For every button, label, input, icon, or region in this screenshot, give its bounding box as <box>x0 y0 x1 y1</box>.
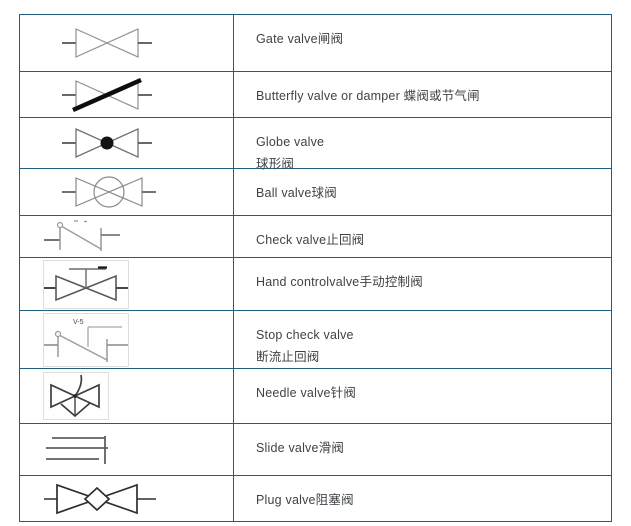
valve-label: Gate valve闸阀 <box>256 32 344 46</box>
symbol-cell <box>20 258 234 310</box>
ball-valve-icon <box>62 176 156 208</box>
valve-label: Globe valve <box>256 135 325 149</box>
hand-control-valve-icon <box>44 265 128 301</box>
symbol-cell <box>20 369 234 423</box>
symbol-image-frame <box>43 259 129 309</box>
label-cell: Slide valve滑阀 <box>234 424 611 475</box>
label-cell: Globe valve 球形阀 <box>234 118 611 171</box>
label-cell: Ball valve球阀 <box>234 169 611 215</box>
valve-label-cn: 断流止回阀 <box>256 350 320 364</box>
symbol-cell <box>20 72 234 117</box>
valve-label: Hand controlvalve手动控制阀 <box>256 275 423 289</box>
valve-label: Check valve止回阀 <box>256 233 365 247</box>
valve-label: Stop check valve <box>256 328 354 342</box>
label-cell: Needle valve针阀 <box>234 369 611 423</box>
label-cell: Plug valve阻塞阀 <box>234 476 611 521</box>
valve-symbol-table: Gate valve闸阀 Butterfly valve or damper 蝶… <box>19 14 612 522</box>
valve-label: Ball valve球阀 <box>256 186 337 200</box>
table-row: Gate valve闸阀 <box>20 15 611 72</box>
table-row: Hand controlvalve手动控制阀 <box>20 258 611 311</box>
label-cell: Hand controlvalve手动控制阀 <box>234 258 611 310</box>
symbol-cell <box>20 118 234 168</box>
table-row: Butterfly valve or damper 蝶阀或节气闸 <box>20 72 611 118</box>
valve-label: Plug valve阻塞阀 <box>256 493 354 507</box>
symbol-cell <box>20 15 234 71</box>
label-cell: Gate valve闸阀 <box>234 15 611 71</box>
slide-valve-icon <box>46 435 108 464</box>
table-row: Ball valve球阀 <box>20 169 611 216</box>
label-cell: Check valve止回阀 <box>234 216 611 257</box>
stop-check-valve-icon: V-5 <box>44 319 128 362</box>
symbol-cell <box>20 476 234 521</box>
table-row: Plug valve阻塞阀 <box>20 476 611 521</box>
symbol-tag-label: V-5 <box>73 319 84 326</box>
table-row: V-5 Stop check valve 断流止回阀 <box>20 311 611 369</box>
gate-valve-icon <box>62 28 152 58</box>
label-cell: Stop check valve 断流止回阀 <box>234 311 611 368</box>
symbol-cell: V-5 <box>20 311 234 368</box>
table-row: Globe valve 球形阀 <box>20 118 611 171</box>
needle-valve-icon <box>50 374 100 418</box>
globe-valve-icon <box>62 127 152 159</box>
valve-label: Butterfly valve or damper 蝶阀或节气闸 <box>256 89 480 103</box>
valve-label: Slide valve滑阀 <box>256 441 345 455</box>
check-valve-icon <box>44 219 120 251</box>
table-row: Slide valve滑阀 <box>20 424 611 476</box>
valve-label: Needle valve针阀 <box>256 386 357 400</box>
table-row: Needle valve针阀 <box>20 369 611 424</box>
symbol-cell <box>20 424 234 475</box>
valve-label-cn: 球形阀 <box>256 157 295 171</box>
butterfly-valve-icon <box>62 77 152 112</box>
symbol-cell <box>20 216 234 257</box>
symbol-cell <box>20 169 234 215</box>
label-cell: Butterfly valve or damper 蝶阀或节气闸 <box>234 72 611 117</box>
symbol-image-frame <box>43 372 109 420</box>
table-row: Check valve止回阀 <box>20 216 611 258</box>
symbol-image-frame: V-5 <box>43 312 129 367</box>
plug-valve-icon <box>44 483 156 514</box>
